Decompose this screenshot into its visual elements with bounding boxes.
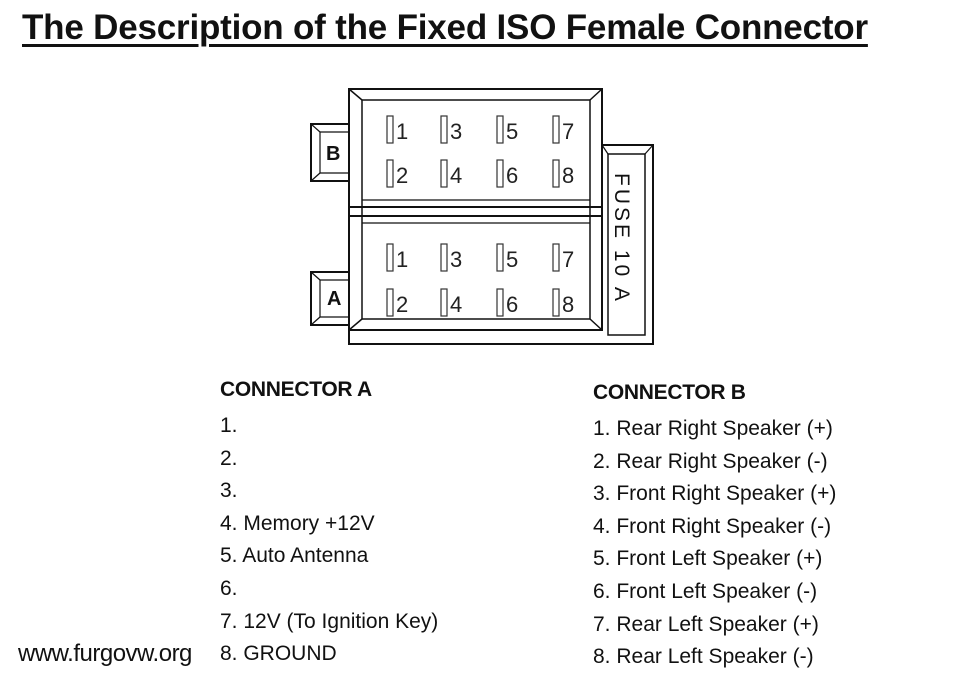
- fuse-label: FUSE 10 A: [610, 173, 633, 304]
- connector-b-item: 1. Rear Right Speaker (+): [593, 417, 833, 440]
- pin-grid-a: 1 3 5 7 2 4 6 8: [386, 243, 574, 317]
- pin-label: 3: [450, 247, 462, 272]
- pin-label: 7: [562, 119, 574, 144]
- pin-b-7: 7: [552, 115, 574, 144]
- pin-label: 6: [506, 163, 518, 188]
- connector-b-item: 7. Rear Left Speaker (+): [593, 612, 819, 636]
- connector-a-item: 2.: [220, 446, 238, 470]
- pin-label: 4: [450, 163, 462, 188]
- pin-grid-b: 1 3 5 7 2 4 6 8: [386, 115, 574, 188]
- pin-b-1: 1: [386, 115, 408, 144]
- pin-b-2: 2: [386, 159, 408, 188]
- connector-b-list: CONNECTOR B 1. Rear Right Speaker (+) 2.…: [593, 381, 836, 674]
- pin-label: 5: [506, 247, 518, 272]
- watermark: www.furgovw.org: [18, 640, 192, 667]
- pin-label: 8: [562, 163, 574, 188]
- pin-a-2: 2: [386, 288, 408, 317]
- pin-a-5: 5: [496, 243, 518, 272]
- pin-a-7: 7: [552, 243, 574, 272]
- pin-label: 8: [562, 292, 574, 317]
- connector-b-item: 4. Front Right Speaker (-): [593, 514, 832, 538]
- pin-label: 2: [396, 163, 408, 188]
- connector-b-item: 3. Front Right Speaker (+): [593, 482, 837, 506]
- pin-a-8: 8: [552, 288, 574, 317]
- block-divider: [349, 206, 602, 217]
- connector-a-item: 4. Memory +12V: [220, 511, 375, 535]
- connector-a-list: CONNECTOR A 1. 2. 3. 4. Memory +12V 5. A…: [220, 378, 438, 671]
- key-tab-a: [310, 271, 349, 326]
- pin-a-6: 6: [496, 288, 518, 317]
- connector-a-item: 8. GROUND: [220, 642, 337, 666]
- pin-label: 3: [450, 119, 462, 144]
- connector-a-item: 1.: [220, 414, 238, 437]
- pin-label: 2: [396, 292, 408, 317]
- block-a-label: A: [327, 288, 341, 310]
- connector-a-item: 6.: [220, 576, 238, 600]
- connector-a-heading: CONNECTOR A: [220, 378, 372, 401]
- pin-label: 1: [396, 119, 408, 144]
- pin-label: 4: [450, 292, 462, 317]
- pin-a-4: 4: [440, 288, 462, 317]
- connector-a-item: 5. Auto Antenna: [220, 544, 369, 568]
- pin-b-3: 3: [440, 115, 462, 144]
- pin-a-3: 3: [440, 243, 462, 272]
- connector-b-item: 5. Front Left Speaker (+): [593, 547, 823, 571]
- connector-b-heading: CONNECTOR B: [593, 381, 746, 404]
- pin-a-1: 1: [386, 243, 408, 272]
- pin-label: 6: [506, 292, 518, 317]
- connector-b-item: 6. Front Left Speaker (-): [593, 579, 818, 603]
- pin-b-8: 8: [552, 159, 574, 188]
- pin-b-4: 4: [440, 159, 462, 188]
- page-title: The Description of the Fixed ISO Female …: [22, 8, 868, 47]
- block-b-label: B: [326, 143, 340, 165]
- connector-b-item: 8. Rear Left Speaker (-): [593, 645, 814, 669]
- connector-b-item: 2. Rear Right Speaker (-): [593, 449, 828, 473]
- connector-a-item: 7. 12V (To Ignition Key): [220, 609, 439, 633]
- connector-a-item: 3.: [220, 479, 238, 503]
- pin-b-5: 5: [496, 115, 518, 144]
- pin-label: 7: [562, 247, 574, 272]
- pin-b-6: 6: [496, 159, 518, 188]
- pin-label: 1: [396, 247, 408, 272]
- key-tab-b: [310, 123, 349, 182]
- pin-label: 5: [506, 119, 518, 144]
